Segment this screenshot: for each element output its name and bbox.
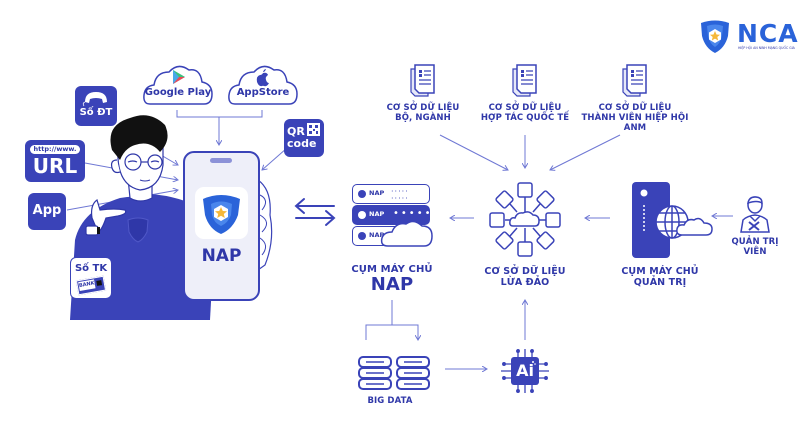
- database-stack-icon: [358, 356, 430, 390]
- line-nap-to-bigdata: [365, 300, 418, 340]
- phone-number-label: Số ĐT: [79, 107, 113, 118]
- qr-code-icon: [307, 123, 320, 136]
- source-db-3: CƠ SỞ DỮ LIỆU THÀNH VIÊN HIỆP HỘI ANM: [582, 63, 688, 133]
- nca-shield-icon: [701, 20, 729, 53]
- source-db-3-line2: THÀNH VIÊN HIỆP HỘI ANM: [581, 113, 689, 133]
- nca-logo-text: NCA: [737, 19, 799, 48]
- cloud-outline-icon: [380, 220, 433, 247]
- fraud-db-title-line1: CƠ SỞ DỮ LIỆU: [484, 266, 566, 277]
- bank-card-text: BANK: [78, 279, 96, 292]
- bank-card-chip: [96, 280, 103, 286]
- url-tile[interactable]: http://www. URL: [25, 140, 85, 182]
- rack-dots: •••••: [393, 208, 433, 219]
- ai-chip: Ai: [500, 348, 550, 394]
- source-db-2: CƠ SỞ DỮ LIỆU HỢP TÁC QUỐC TẾ: [480, 63, 570, 133]
- url-prefix-bar: [30, 145, 80, 154]
- admin-user: [735, 194, 775, 234]
- ai-chip-icon: [501, 349, 549, 393]
- admin-user-title-line1: QUẢN TRỊ: [731, 237, 779, 247]
- nap-app-icon[interactable]: [195, 187, 248, 239]
- line-stores-to-phone: [176, 110, 263, 145]
- nap-cluster-title-line1: CỤM MÁY CHỦ: [351, 264, 433, 275]
- url-label: URL: [32, 154, 78, 178]
- phone-device: NAP: [183, 151, 260, 301]
- bidirectional-arrows-icon: [294, 198, 336, 226]
- apple-icon: [256, 69, 269, 87]
- phone-app-name: NAP: [201, 246, 242, 266]
- fraud-db-title-line2: LỪA ĐẢO: [500, 277, 550, 288]
- line-qr-to-phone: [262, 147, 288, 170]
- admin-cluster-title-line1: CỤM MÁY CHỦ: [621, 266, 699, 277]
- nca-logo-subtitle: HIỆP HỘI AN NINH MẠNG QUỐC GIA: [738, 46, 795, 50]
- appstore-cloud[interactable]: AppStore: [227, 60, 299, 106]
- big-data: [356, 355, 440, 391]
- app-tile[interactable]: App: [28, 193, 66, 230]
- nap-rack-1: NAP ··········: [352, 184, 430, 204]
- ai-label: Ai: [516, 361, 534, 380]
- source-db-1-line2: BỘ, NGÀNH: [395, 113, 451, 123]
- rack-dots: ··········: [391, 187, 409, 203]
- network-database-icon: [489, 182, 561, 257]
- fraud-database: [485, 180, 565, 260]
- rack-label: NAP: [369, 231, 385, 239]
- phone-handset-icon: [82, 92, 107, 107]
- source-db-2-line1: CƠ SỞ DỮ LIỆU: [488, 103, 562, 113]
- line-source-1: [439, 134, 508, 170]
- admin-cluster-title-line2: QUẢN TRỊ: [633, 277, 687, 288]
- app-label: App: [32, 203, 62, 218]
- rack-led: [358, 190, 366, 198]
- phone-notch: [210, 158, 232, 163]
- source-db-2-line2: HỢP TÁC QUỐC TẾ: [480, 113, 570, 123]
- google-play-icon: [173, 70, 185, 84]
- nap-rack-2: NAP •••••: [352, 205, 433, 225]
- qr-code-tile[interactable]: QR code: [284, 119, 324, 157]
- qr-label-line1: QR: [287, 125, 305, 138]
- line-source-3: [550, 134, 621, 170]
- appstore-label: AppStore: [236, 87, 290, 98]
- rack-label: NAP: [369, 189, 385, 197]
- big-data-label: BIG DATA: [367, 396, 413, 406]
- bank-card-icon: BANK: [75, 275, 107, 296]
- nca-logo: NCA HIỆP HỘI AN NINH MẠNG QUỐC GIA: [697, 18, 807, 54]
- rack-led: [358, 211, 366, 219]
- phone-number-tile[interactable]: Số ĐT: [75, 86, 117, 126]
- google-play-cloud[interactable]: Google Play: [142, 60, 214, 106]
- nap-server-cluster: NAP ·········· NAP ••••• NAP: [352, 184, 433, 262]
- url-prefix: http://www.: [33, 145, 77, 153]
- document-icon: [410, 64, 435, 97]
- document-icon: [622, 64, 647, 97]
- server-globe-cloud-icon: [632, 182, 713, 258]
- admin-user-title-line2: VIÊN: [743, 247, 767, 257]
- rack-label: NAP: [369, 210, 385, 218]
- source-db-1: CƠ SỞ DỮ LIỆU BỘ, NGÀNH: [378, 63, 468, 133]
- qr-label-line2: code: [287, 137, 317, 150]
- admin-user-icon: [740, 196, 770, 233]
- document-icon: [512, 64, 537, 97]
- source-db-1-line1: CƠ SỞ DỮ LIỆU: [386, 103, 460, 113]
- bank-account-label: Số TK: [74, 263, 108, 274]
- rack-led: [358, 232, 366, 240]
- cloud-outline-icon: [143, 65, 213, 105]
- source-db-3-line1: CƠ SỞ DỮ LIỆU: [598, 103, 672, 113]
- bank-account-tile[interactable]: Số TK BANK: [70, 257, 112, 299]
- shield-star-icon: [203, 195, 240, 234]
- nap-cluster-title-line2: NAP: [370, 274, 414, 295]
- admin-server-cluster: [630, 180, 720, 260]
- google-play-label: Google Play: [144, 87, 212, 98]
